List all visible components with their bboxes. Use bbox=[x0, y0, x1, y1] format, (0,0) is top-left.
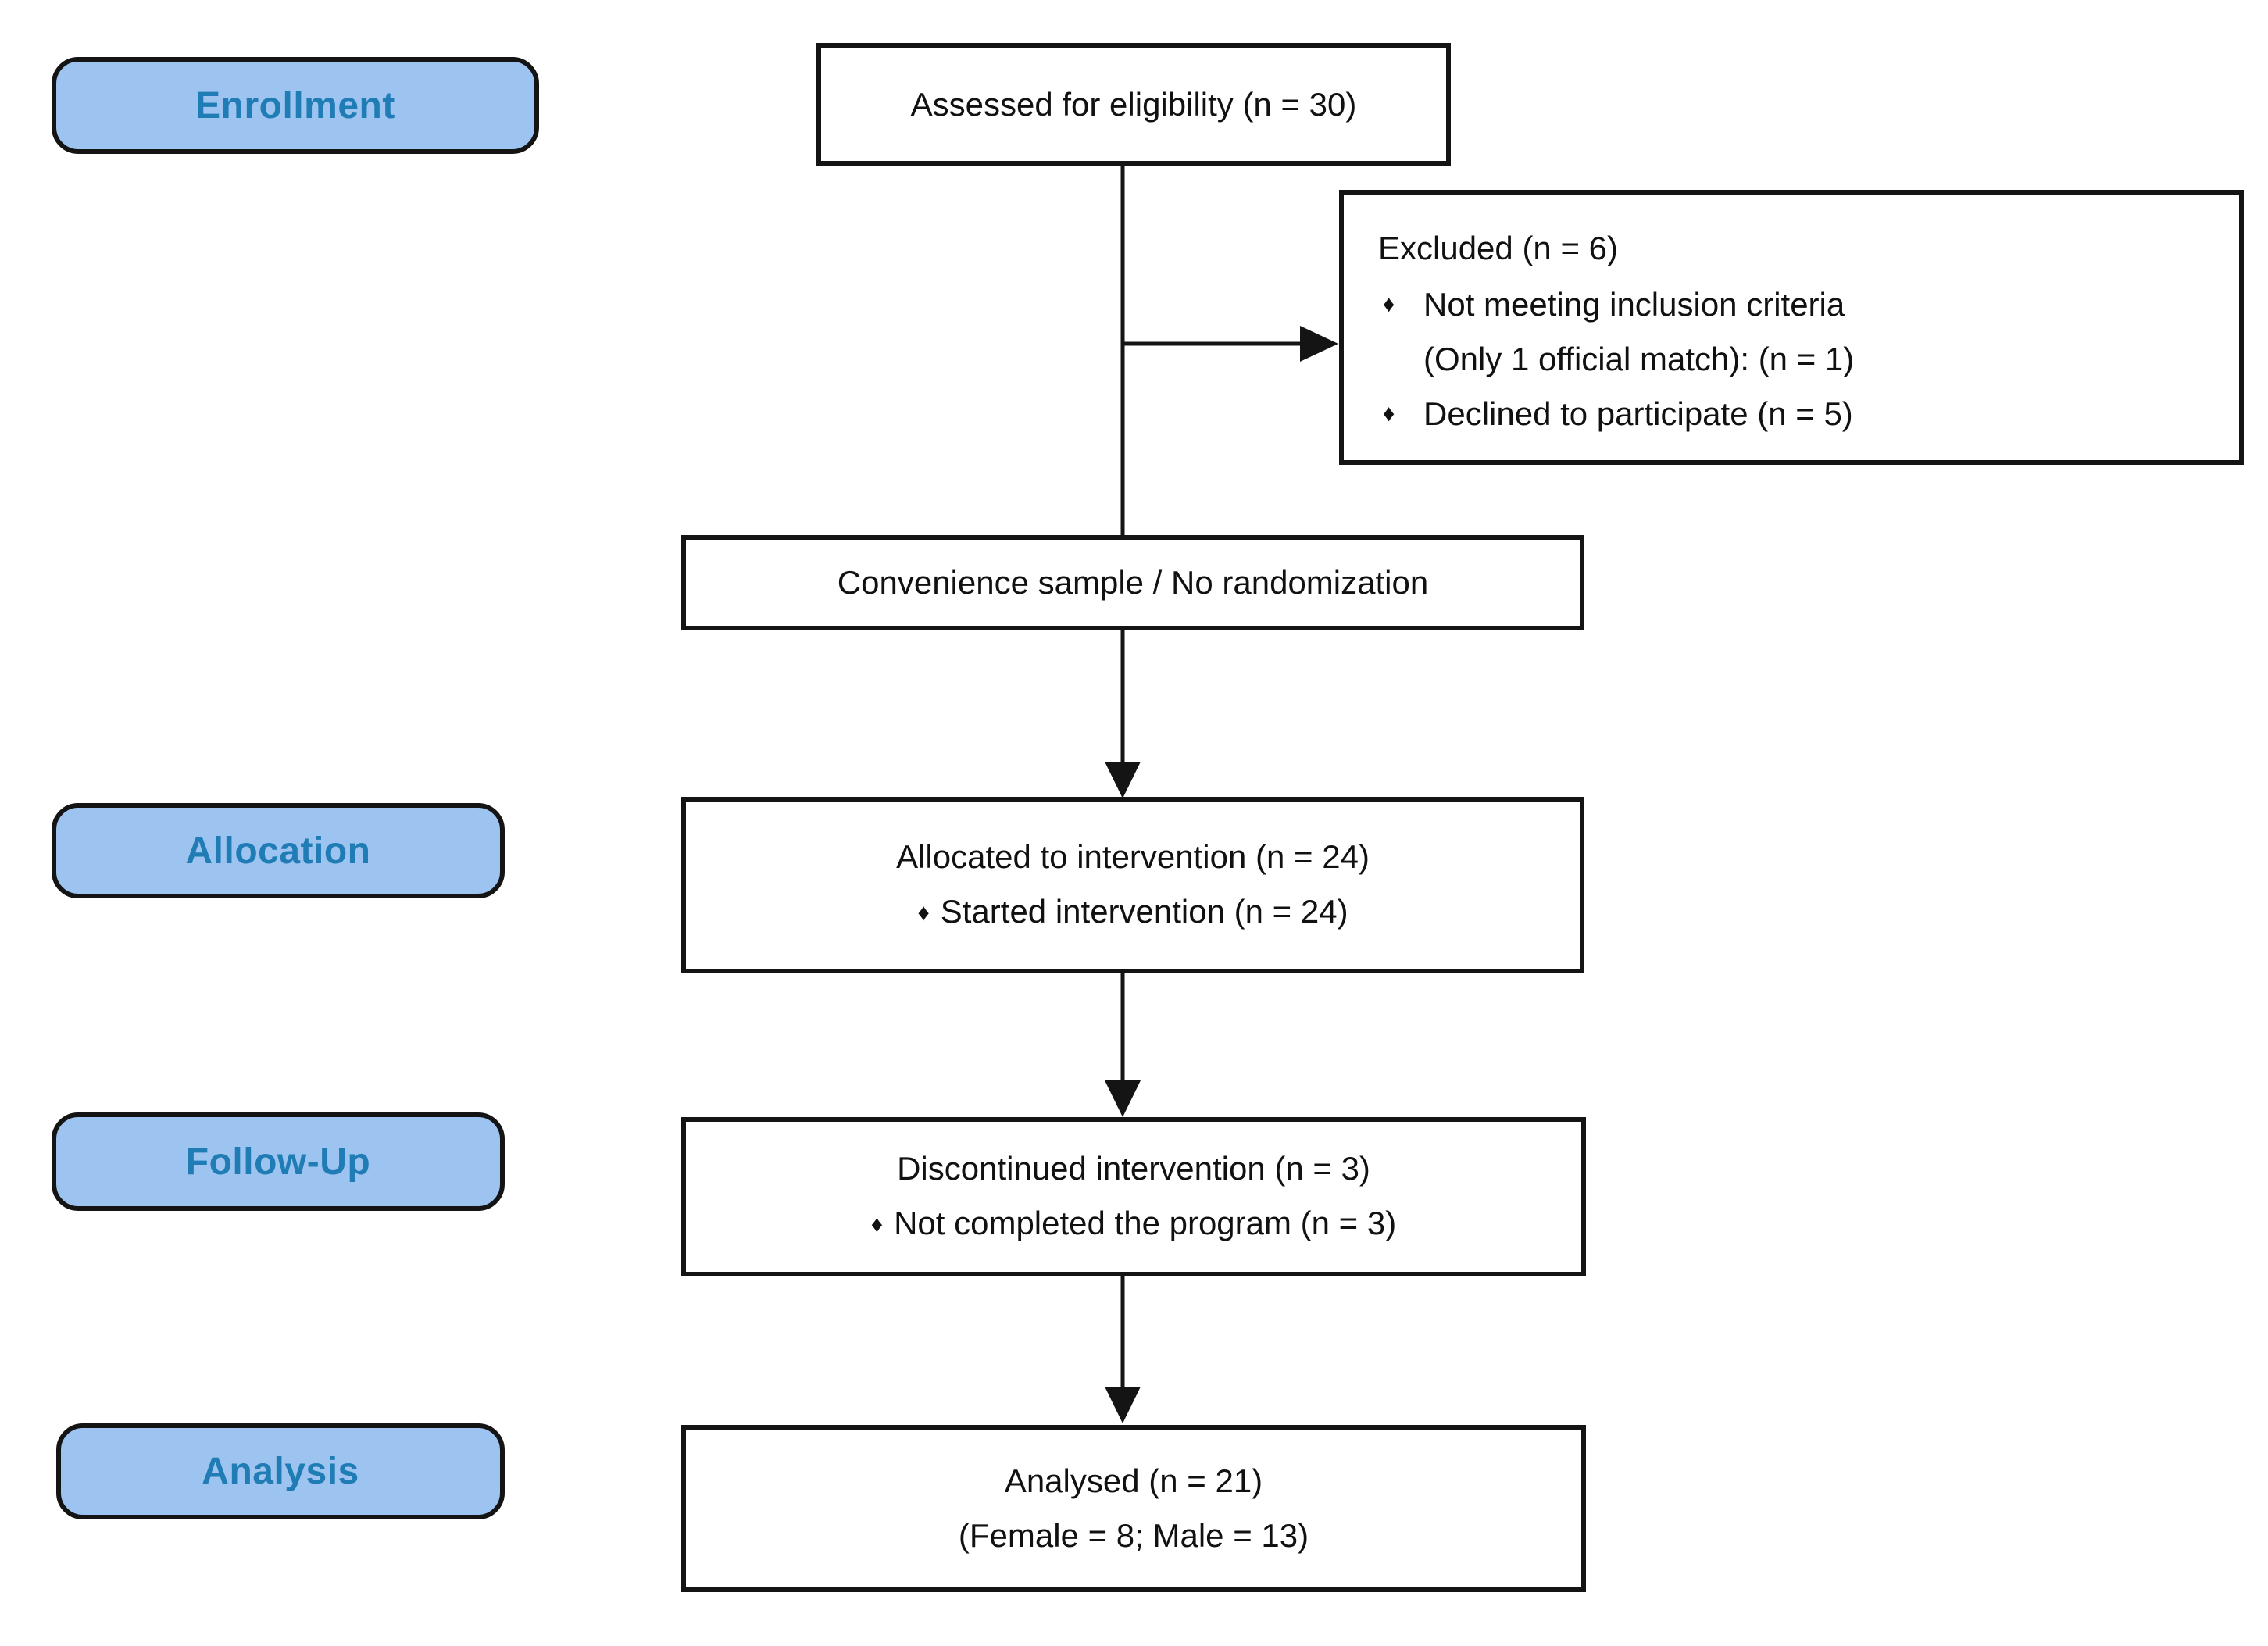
node-excluded: Excluded (n = 6) ♦ Not meeting inclusion… bbox=[1339, 190, 2244, 465]
node-randomization: Convenience sample / No randomization bbox=[681, 535, 1584, 630]
diamond-bullet-icon: ♦ bbox=[1383, 291, 1395, 317]
stage-label-followup: Follow-Up bbox=[52, 1112, 505, 1211]
node-discontinued: Discontinued intervention (n = 3) ♦ Not c… bbox=[681, 1117, 1586, 1276]
excluded-bullet-1-continuation: (Only 1 official match): (n = 1) bbox=[1423, 341, 1855, 377]
allocated-bullet-1-text: Started intervention (n = 24) bbox=[940, 893, 1348, 930]
node-analysed: Analysed (n = 21) (Female = 8; Male = 13… bbox=[681, 1425, 1586, 1592]
discontinued-bullet-1-text: Not completed the program (n = 3) bbox=[894, 1205, 1397, 1241]
node-allocated: Allocated to intervention (n = 24) ♦ Star… bbox=[681, 797, 1584, 973]
excluded-bullet-2-text: Declined to participate (n = 5) bbox=[1423, 395, 1853, 432]
node-analysed-subtitle: (Female = 8; Male = 13) bbox=[958, 1517, 1309, 1554]
arrowhead-analysed bbox=[1105, 1387, 1141, 1423]
stage-label-analysis: Analysis bbox=[56, 1423, 505, 1519]
allocated-bullet-1: ♦ Started intervention (n = 24) bbox=[917, 884, 1348, 941]
node-allocated-title: Allocated to intervention (n = 24) bbox=[896, 838, 1370, 875]
node-randomization-text: Convenience sample / No randomization bbox=[837, 564, 1429, 601]
diamond-bullet-icon: ♦ bbox=[870, 1212, 884, 1237]
node-analysed-title: Analysed (n = 21) bbox=[1004, 1462, 1263, 1499]
node-excluded-title: Excluded (n = 6) bbox=[1378, 230, 1619, 266]
excluded-bullet-2: ♦ Declined to participate (n = 5) bbox=[1378, 387, 2208, 441]
discontinued-bullet-1: ♦ Not completed the program (n = 3) bbox=[871, 1196, 1396, 1252]
node-discontinued-title: Discontinued intervention (n = 3) bbox=[897, 1150, 1370, 1187]
diamond-bullet-icon: ♦ bbox=[917, 900, 930, 926]
diamond-bullet-icon: ♦ bbox=[1383, 401, 1395, 427]
node-assessed-eligibility: Assessed for eligibility (n = 30) bbox=[816, 43, 1451, 166]
arrowhead-discontinued bbox=[1105, 1080, 1141, 1117]
node-assessed-text: Assessed for eligibility (n = 30) bbox=[910, 85, 1357, 123]
excluded-bullet-1-text: Not meeting inclusion criteria bbox=[1423, 286, 1845, 323]
stage-label-enrollment: Enrollment bbox=[52, 57, 539, 154]
excluded-bullet-1: ♦ Not meeting inclusion criteria bbox=[1378, 277, 2208, 332]
arrowhead-allocated bbox=[1105, 762, 1141, 798]
arrowhead-excluded bbox=[1300, 326, 1338, 362]
stage-label-allocation: Allocation bbox=[52, 803, 505, 898]
